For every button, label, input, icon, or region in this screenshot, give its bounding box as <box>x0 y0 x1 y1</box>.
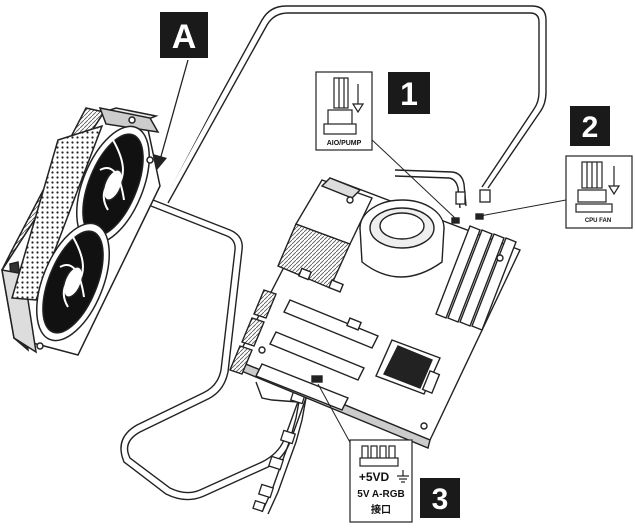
argb-label-line2: 接口 <box>371 503 391 516</box>
motherboard-icon <box>229 177 521 449</box>
argb-label-line1: 5V A-RGB <box>357 489 404 500</box>
voltage-label: +5VD <box>359 470 390 484</box>
badge-3: 3 <box>420 478 460 518</box>
badge-1-label: 1 <box>400 76 418 112</box>
aio-pump-label: AIO/PUMP <box>327 140 362 147</box>
header-pins-icon <box>323 77 357 135</box>
down-arrow-icon <box>351 84 365 114</box>
fan-header-plugs <box>455 189 491 205</box>
cpu-fan-callout: CPU FAN <box>565 155 633 229</box>
badge-2: 2 <box>570 106 610 146</box>
badge-1: 1 <box>388 72 430 114</box>
aio-pump-callout: AIO/PUMP <box>315 71 373 151</box>
tube-cable-loop <box>161 5 547 209</box>
badge-2-label: 2 <box>582 111 599 144</box>
argb-callout: +5VD 5V A-RGB 接口 <box>349 439 413 523</box>
cpu-fan-label: CPU FAN <box>585 218 611 224</box>
badge-a: A <box>160 12 208 58</box>
badge-3-label: 3 <box>432 483 449 516</box>
callout-leaders <box>317 137 567 447</box>
header-pins-icon <box>575 161 613 213</box>
leader-arrow-a <box>153 59 189 170</box>
argb-header-pins-icon <box>359 445 399 467</box>
down-arrow-icon <box>607 166 621 196</box>
ground-symbol-icon <box>397 470 409 483</box>
badge-a-label: A <box>172 18 197 56</box>
aio-radiator-icon <box>1 106 161 356</box>
